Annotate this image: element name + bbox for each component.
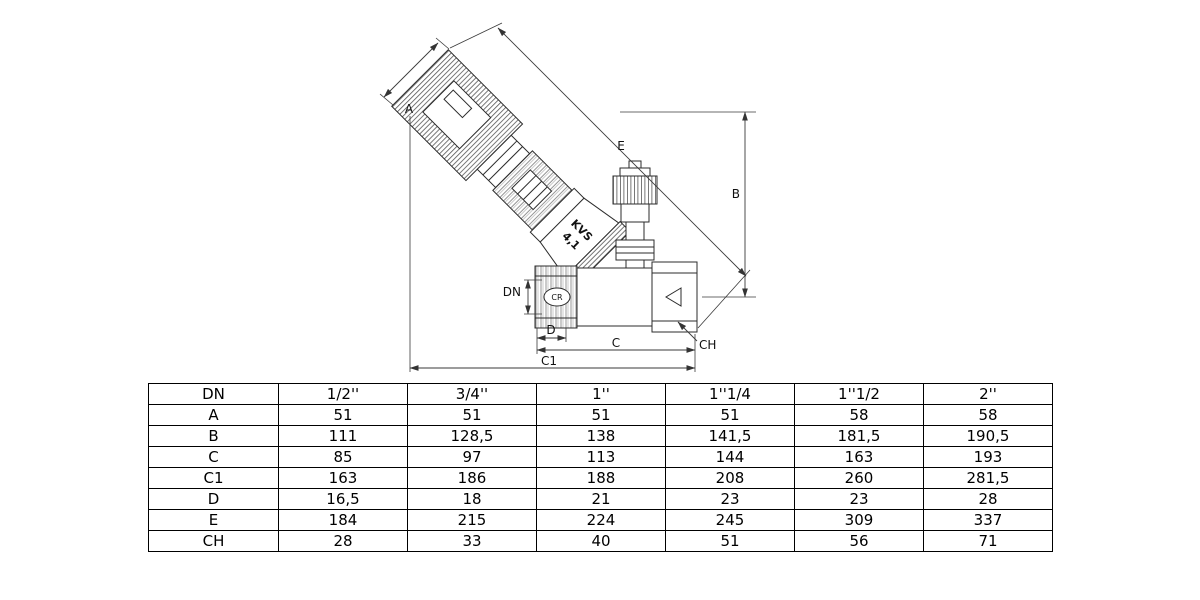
table-cell: 215 — [407, 509, 537, 531]
header-cell: 2'' — [923, 383, 1053, 405]
table-cell: 138 — [536, 425, 666, 447]
dimension-labels: A E B DN D C C1 CH — [405, 102, 740, 368]
table-header-row: DN 1/2'' 3/4'' 1'' 1''1/4 1''1/2 2'' — [148, 383, 1053, 405]
table-cell: 28 — [278, 530, 408, 552]
table-cell: 111 — [278, 425, 408, 447]
table-cell: 97 — [407, 446, 537, 468]
table-cell: 21 — [536, 488, 666, 510]
dimensions-table: DN 1/2'' 3/4'' 1'' 1''1/4 1''1/2 2'' A 5… — [148, 383, 1053, 552]
brand-logo-oval — [543, 287, 571, 307]
table-cell: 141,5 — [665, 425, 795, 447]
dim-label-C: C — [612, 336, 620, 350]
table-cell: 188 — [536, 467, 666, 489]
table-cell: 23 — [665, 488, 795, 510]
brand-logo-text: CR — [551, 293, 563, 302]
table-cell: 51 — [278, 404, 408, 426]
flow-direction-arrow-icon — [665, 287, 682, 307]
header-cell: 1''1/4 — [665, 383, 795, 405]
table-cell: 113 — [536, 446, 666, 468]
dim-label-A: A — [405, 102, 414, 116]
table-cell: 245 — [665, 509, 795, 531]
dim-line-A — [383, 42, 439, 98]
table-cell: 224 — [536, 509, 666, 531]
table-row: C 85 97 113 144 163 193 — [148, 446, 1053, 468]
body-center — [574, 267, 656, 327]
table-cell: 51 — [665, 404, 795, 426]
handwheel-label-window — [422, 80, 492, 150]
table-cell: 193 — [923, 446, 1053, 468]
table-cell: 56 — [794, 530, 924, 552]
dim-label-E: E — [617, 139, 625, 153]
header-cell: 1'' — [536, 383, 666, 405]
table-cell: 58 — [794, 404, 924, 426]
valve-technical-drawing: KVS 4,1 CR — [379, 22, 756, 372]
valve-main-body: CR — [534, 261, 698, 333]
handwheel-label-mark — [443, 89, 473, 119]
dim-label-D: D — [546, 323, 555, 337]
header-cell: DN — [148, 383, 279, 405]
row-label: C1 — [148, 467, 279, 489]
table-row: C1 163 186 188 208 260 281,5 — [148, 467, 1053, 489]
table-cell: 33 — [407, 530, 537, 552]
table-cell: 337 — [923, 509, 1053, 531]
vent-upper-stem — [620, 203, 650, 223]
table-cell: 51 — [536, 404, 666, 426]
table-cell: 163 — [794, 446, 924, 468]
table-cell: 128,5 — [407, 425, 537, 447]
leader-line-CH — [677, 321, 698, 342]
table-cell: 71 — [923, 530, 1053, 552]
table-cell: 260 — [794, 467, 924, 489]
table-cell: 51 — [407, 404, 537, 426]
table-cell: 18 — [407, 488, 537, 510]
table-cell: 144 — [665, 446, 795, 468]
dim-label-C1: C1 — [541, 354, 557, 368]
measuring-port-valve — [612, 160, 658, 271]
table-cell: 58 — [923, 404, 1053, 426]
table-row: D 16,5 18 21 23 23 28 — [148, 488, 1053, 510]
table-cell: 208 — [665, 467, 795, 489]
table-row: A 51 51 51 51 58 58 — [148, 404, 1053, 426]
dim-label-B: B — [732, 187, 740, 201]
table-cell: 40 — [536, 530, 666, 552]
row-label: A — [148, 404, 279, 426]
vent-hex-collar — [615, 239, 655, 261]
table-cell: 28 — [923, 488, 1053, 510]
vent-cap-top — [619, 167, 651, 177]
dim-label-DN: DN — [503, 285, 521, 299]
row-label: CH — [148, 530, 279, 552]
inclined-assembly: KVS 4,1 — [391, 49, 631, 289]
header-cell: 1/2'' — [278, 383, 408, 405]
header-cell: 1''1/2 — [794, 383, 924, 405]
table-cell: 16,5 — [278, 488, 408, 510]
dimension-lines — [383, 27, 748, 371]
row-label: C — [148, 446, 279, 468]
valve-assembly: KVS 4,1 CR — [391, 49, 698, 333]
table-row: E 184 215 224 245 309 337 — [148, 509, 1053, 531]
row-label: B — [148, 425, 279, 447]
dim-line-E — [497, 27, 747, 277]
table-cell: 186 — [407, 467, 537, 489]
table-row: B 111 128,5 138 141,5 181,5 190,5 — [148, 425, 1053, 447]
table-cell: 281,5 — [923, 467, 1053, 489]
row-label: E — [148, 509, 279, 531]
table-cell: 190,5 — [923, 425, 1053, 447]
header-cell: 3/4'' — [407, 383, 537, 405]
table-cell: 23 — [794, 488, 924, 510]
table-row: CH 28 33 40 51 56 71 — [148, 530, 1053, 552]
table-cell: 51 — [665, 530, 795, 552]
table-cell: 181,5 — [794, 425, 924, 447]
row-label: D — [148, 488, 279, 510]
table-cell: 163 — [278, 467, 408, 489]
dim-label-CH: CH — [699, 338, 716, 352]
table-cell: 309 — [794, 509, 924, 531]
table-cell: 184 — [278, 509, 408, 531]
table-cell: 85 — [278, 446, 408, 468]
